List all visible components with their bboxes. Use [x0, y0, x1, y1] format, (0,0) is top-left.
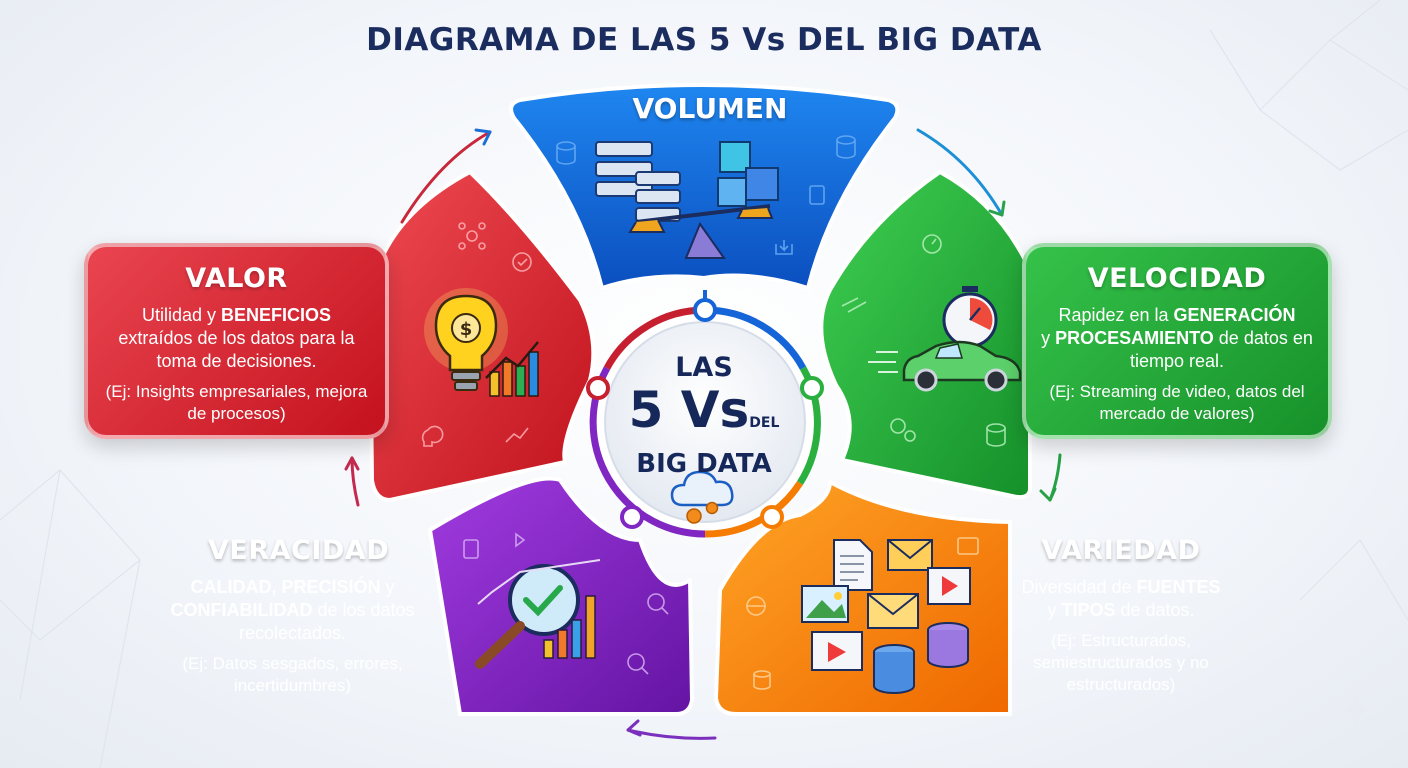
arrow-red-to-blue: [400, 130, 492, 224]
valor-description: Utilidad y BENEFICIOS extraídos de los da…: [102, 304, 371, 373]
variedad-card: VARIEDAD Diversidad de FUENTES y TIPOS de…: [990, 519, 1252, 714]
variedad-desc-c: y: [1047, 600, 1062, 620]
valor-title: VALOR: [185, 263, 288, 294]
veracidad-card: VERACIDAD CALIDAD, PRECISIÓN y CONFIABIL…: [158, 519, 463, 714]
envelope-icon: [867, 539, 933, 629]
velocidad-title: VELOCIDAD: [1087, 263, 1267, 294]
veracidad-desc-d: de los datos recolectados.: [238, 600, 415, 643]
velocidad-desc-e: de datos en tiempo real.: [1129, 328, 1313, 371]
veracidad-decor-icons: [463, 532, 669, 675]
hub-line1: LAS: [675, 352, 733, 383]
velocidad-example: (Ej: Streaming de video, datos del merca…: [1049, 382, 1305, 423]
hub-node-bottom-left: [620, 505, 644, 529]
valor-desc-b: BENEFICIOS: [221, 305, 332, 325]
stopwatch-icon: [942, 286, 998, 348]
server-stack-icon: [595, 141, 681, 222]
svg-text:$: $: [460, 319, 473, 340]
image-icon: [801, 585, 849, 623]
veracidad-desc-b: y: [380, 577, 395, 597]
page-title: DIAGRAMA DE LAS 5 Vs DEL BIG DATA: [366, 22, 1042, 58]
volumen-title: VOLUMEN: [632, 92, 788, 125]
velocidad-decor-icons: [841, 234, 1006, 447]
video-icon: [811, 567, 971, 671]
veracidad-desc-a: CALIDAD, PRECISIÓN: [190, 577, 381, 597]
variedad-example: (Ej: Estructurados, semiestructurados y …: [1033, 631, 1209, 694]
velocidad-desc-b: GENERACIÓN: [1173, 305, 1296, 325]
valor-card: VALOR Utilidad y BENEFICIOS extraídos de …: [84, 243, 389, 439]
growth-chart-icon: [485, 341, 539, 397]
veracidad-example: (Ej: Datos sesgados, errores, incertidum…: [182, 654, 403, 695]
hub-node-left: [586, 376, 610, 400]
hub-line2-small: DEL: [749, 415, 780, 431]
veracidad-description: CALIDAD, PRECISIÓN y CONFIABILIDAD de lo…: [170, 576, 415, 645]
valor-desc-c: extraídos de los datos para la toma de d…: [118, 328, 355, 371]
hub-label: LAS 5 VsDEL BIG DATA: [610, 352, 798, 479]
document-icon: [833, 539, 873, 591]
hub-line2: 5 VsDEL: [610, 384, 798, 449]
car-icon: [868, 340, 1022, 392]
variedad-title: VARIEDAD: [1041, 535, 1201, 566]
hub-node-right: [800, 376, 824, 400]
velocidad-wedge: [819, 170, 1032, 500]
variedad-desc-a: Diversidad de: [1021, 577, 1137, 597]
hub-node-bottom-right: [760, 505, 784, 529]
velocidad-desc-d: PROCESAMIENTO: [1055, 328, 1214, 348]
valor-decor-icons: [421, 222, 532, 447]
volumen-decor-icons: [556, 135, 856, 255]
balance-scale-icon: [628, 204, 774, 259]
variedad-decor-icons: [746, 537, 979, 690]
volumen-banner: [509, 83, 900, 290]
veracidad-desc-c: CONFIABILIDAD: [170, 600, 313, 620]
arrow-orange-to-purple: [626, 728, 717, 740]
sparkle-icon: [1340, 692, 1372, 728]
hub-node-top: [693, 298, 717, 322]
database-icon: [873, 622, 969, 694]
lightbulb-dollar-icon: $: [424, 288, 508, 391]
velocidad-desc-c: y: [1041, 328, 1056, 348]
magnifier-check-icon: [475, 564, 580, 669]
variedad-desc-d: TIPOS: [1061, 600, 1116, 620]
cubes-icon: [717, 141, 779, 207]
hub-line2-main: 5 Vs: [628, 381, 750, 439]
arrow-purple-to-red: [350, 456, 360, 507]
variedad-desc-e: de datos.: [1115, 600, 1195, 620]
cloud-gears-icon: [670, 470, 734, 524]
valor-desc-a: Utilidad y: [141, 305, 221, 325]
veracidad-title: VERACIDAD: [208, 535, 390, 566]
valor-example: (Ej: Insights empresariales, mejora de p…: [105, 382, 368, 423]
variedad-desc-b: FUENTES: [1136, 577, 1221, 597]
hub: [586, 290, 824, 538]
arrow-blue-to-green: [916, 128, 1004, 217]
velocidad-card: VELOCIDAD Rapidez en la GENERACIÓN y PROC…: [1022, 243, 1332, 439]
hub-line3: BIG DATA: [636, 449, 772, 479]
velocidad-desc-a: Rapidez en la: [1058, 305, 1174, 325]
variedad-description: Diversidad de FUENTES y TIPOS de datos.: [1000, 576, 1242, 622]
bar-chart-icon: [477, 559, 601, 659]
